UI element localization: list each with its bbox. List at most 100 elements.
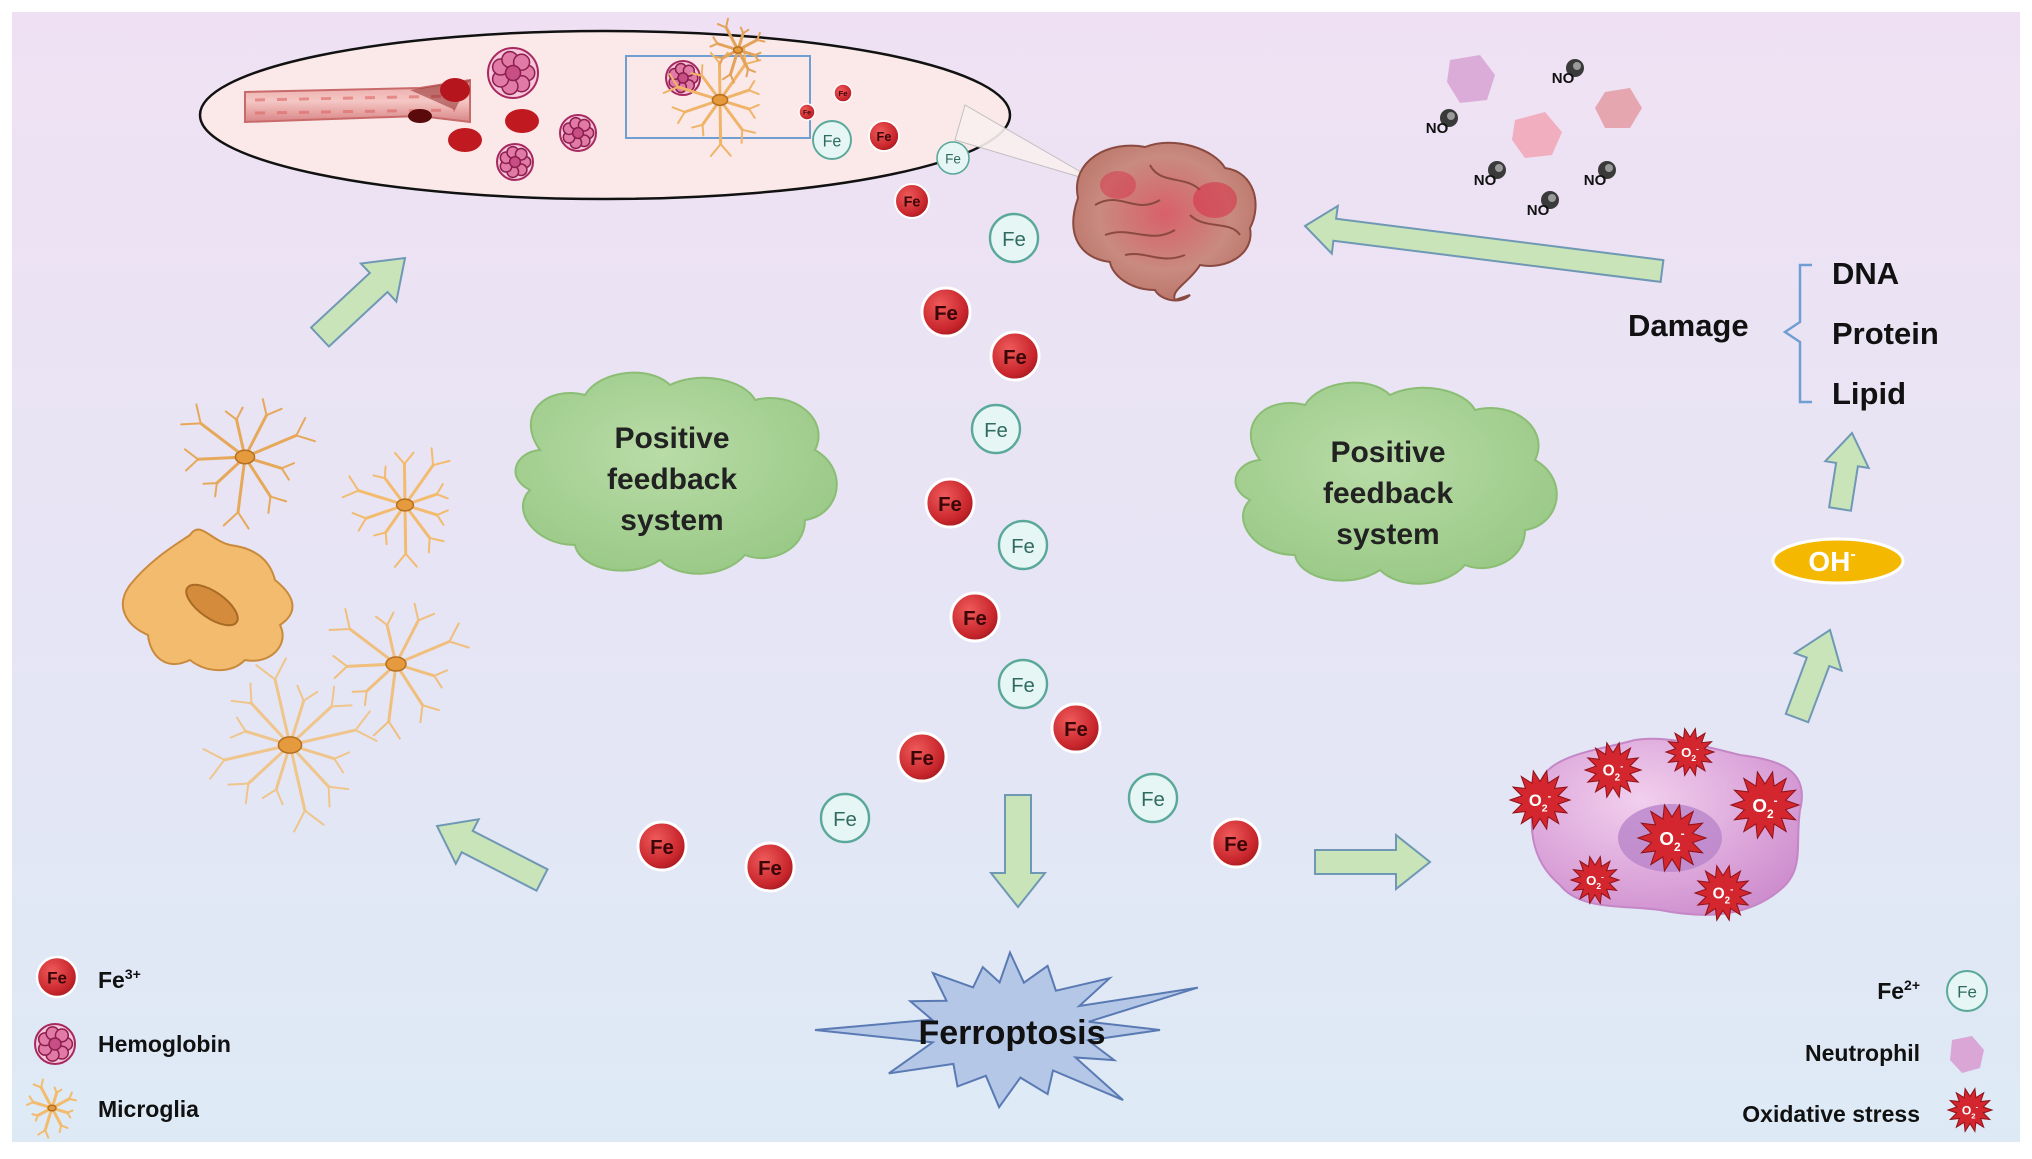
svg-text:Fe: Fe xyxy=(938,494,962,516)
fe2-icon: Fe xyxy=(997,658,1049,710)
neutrophil-cluster xyxy=(1447,55,1642,158)
no-molecule-icon: NO xyxy=(1527,191,1559,219)
microglia-icon xyxy=(709,17,766,84)
svg-text:Fe: Fe xyxy=(839,89,848,98)
fe2-icon: Fe xyxy=(1127,772,1179,824)
microglia-inset-box xyxy=(625,55,811,139)
svg-text:Fe: Fe xyxy=(1011,675,1035,697)
hemoglobin-cluster xyxy=(487,47,701,181)
svg-text:Fe: Fe xyxy=(1011,536,1035,558)
ferroptosis-burst: Ferroptosis xyxy=(814,949,1199,1110)
legend-hemoglobin: Hemoglobin xyxy=(34,1023,231,1065)
fe3-icon: Fe xyxy=(1210,817,1262,869)
red-blood-cells xyxy=(408,78,539,152)
damage-item-protein: Protein xyxy=(1832,316,1939,351)
no-molecule-icon: NO xyxy=(1584,161,1616,189)
legend-fe2: Fe2+ Fe xyxy=(1877,970,1988,1012)
superoxide-group: O2-O2-O2-O2-O2-O2-O2- xyxy=(1508,727,1801,922)
microglia-icon xyxy=(202,657,378,833)
cloud-left-line1: Positive xyxy=(614,422,729,455)
svg-text:Fe: Fe xyxy=(1002,229,1026,251)
zoom-wedge xyxy=(954,104,1101,184)
svg-text:O2-: O2- xyxy=(1659,826,1684,854)
arrow xyxy=(309,256,407,348)
fe3-icon: Fe xyxy=(833,83,853,103)
hydroxyl-label: OH- xyxy=(1808,546,1855,577)
svg-text:NO: NO xyxy=(1426,120,1449,137)
cloud-right-line3: system xyxy=(1336,518,1439,551)
fe2-icon: Fe xyxy=(997,519,1049,571)
fe3-icon: Fe xyxy=(744,841,796,893)
svg-text:NO: NO xyxy=(1527,202,1550,219)
svg-text:Fe: Fe xyxy=(1064,719,1088,741)
fe3-icon: Fe xyxy=(798,103,816,121)
oxidative-stress-icon: O2- xyxy=(1664,727,1716,777)
svg-text:Fe: Fe xyxy=(47,969,67,988)
fe3-icon: Fe xyxy=(920,286,972,338)
cloud-right-line1: Positive xyxy=(1330,436,1445,469)
fe3-icon: Fe xyxy=(35,955,79,999)
legend-neutrophil-label: Neutrophil xyxy=(1805,1040,1920,1066)
ferroptosis-label: Ferroptosis xyxy=(918,1014,1105,1052)
svg-text:Fe: Fe xyxy=(1003,347,1027,369)
oxidative-stress-icon: O2- xyxy=(1946,1087,1994,1133)
legend-left: Fe Fe3+ Hemoglobin Microglia xyxy=(25,955,231,1139)
microglia-group xyxy=(121,398,470,833)
legend-hemoglobin-label: Hemoglobin xyxy=(98,1031,231,1057)
oxidative-stress-icon: O2- xyxy=(1636,803,1708,873)
svg-text:NO: NO xyxy=(1552,70,1575,87)
damage-item-lipid: Lipid xyxy=(1832,376,1906,411)
fe3-icon: Fe xyxy=(636,820,688,872)
brain-icon xyxy=(1072,141,1257,302)
fe2-icon: Fe xyxy=(1946,970,1988,1012)
fe3-icon: Fe xyxy=(868,120,900,152)
svg-text:Fe: Fe xyxy=(877,129,892,144)
cloud-left: Positive feedback system xyxy=(514,371,838,575)
damage-label: Damage xyxy=(1628,308,1749,343)
legend-microglia: Microglia xyxy=(25,1078,199,1139)
legend-neutrophil: Neutrophil xyxy=(1805,1036,1984,1073)
svg-text:Fe: Fe xyxy=(984,420,1008,442)
svg-text:O2-: O2- xyxy=(1962,1103,1979,1121)
legend-fe3-label: Fe3+ xyxy=(98,966,141,993)
microglia-icon xyxy=(328,602,470,740)
damage-bracket xyxy=(1782,263,1812,404)
svg-text:O2-: O2- xyxy=(1713,884,1734,906)
no-molecule-icon: NO xyxy=(1552,59,1584,87)
legend-oxidative-label: Oxidative stress xyxy=(1742,1101,1920,1127)
neutrophil-icon xyxy=(1950,1036,1984,1073)
svg-text:O2-: O2- xyxy=(1603,761,1624,783)
background-panel xyxy=(12,12,2020,1142)
hemoglobin-icon xyxy=(34,1023,76,1065)
microglia-icon xyxy=(180,398,316,530)
oxidative-stress-icon: O2- xyxy=(1946,1087,1994,1133)
svg-text:O2-: O2- xyxy=(1586,872,1604,892)
svg-text:O2-: O2- xyxy=(1681,744,1699,764)
cloud-right-line2: feedback xyxy=(1323,477,1453,510)
svg-text:Fe: Fe xyxy=(945,151,961,166)
fe2-icon: Fe xyxy=(988,212,1040,264)
hemoglobin-icon xyxy=(665,60,701,96)
svg-text:Fe: Fe xyxy=(758,858,782,880)
arrow xyxy=(1314,832,1432,892)
microglia-icon xyxy=(121,528,294,672)
fe3-icon: Fe xyxy=(924,477,976,529)
hemoglobin-icon xyxy=(34,1023,76,1065)
legend-fe3: Fe Fe3+ xyxy=(35,955,141,999)
legend-right: Fe2+ Fe Neutrophil Oxidative stress O2- xyxy=(1742,970,1994,1133)
no-molecule-icon: NO xyxy=(1426,109,1458,137)
fe2-icon: Fe xyxy=(970,403,1022,455)
fe3-icon: Fe xyxy=(893,182,931,220)
neutrophil-icon xyxy=(1447,55,1495,103)
svg-text:Fe: Fe xyxy=(904,195,921,211)
svg-text:Fe: Fe xyxy=(823,132,842,150)
microglia-icon xyxy=(25,1078,78,1139)
microglia-icon xyxy=(662,17,766,158)
arrow xyxy=(1784,628,1844,724)
neutrophil-icon xyxy=(1595,88,1642,128)
svg-text:Fe: Fe xyxy=(1224,834,1248,856)
cloud-right: Positive feedback system xyxy=(1234,381,1558,585)
